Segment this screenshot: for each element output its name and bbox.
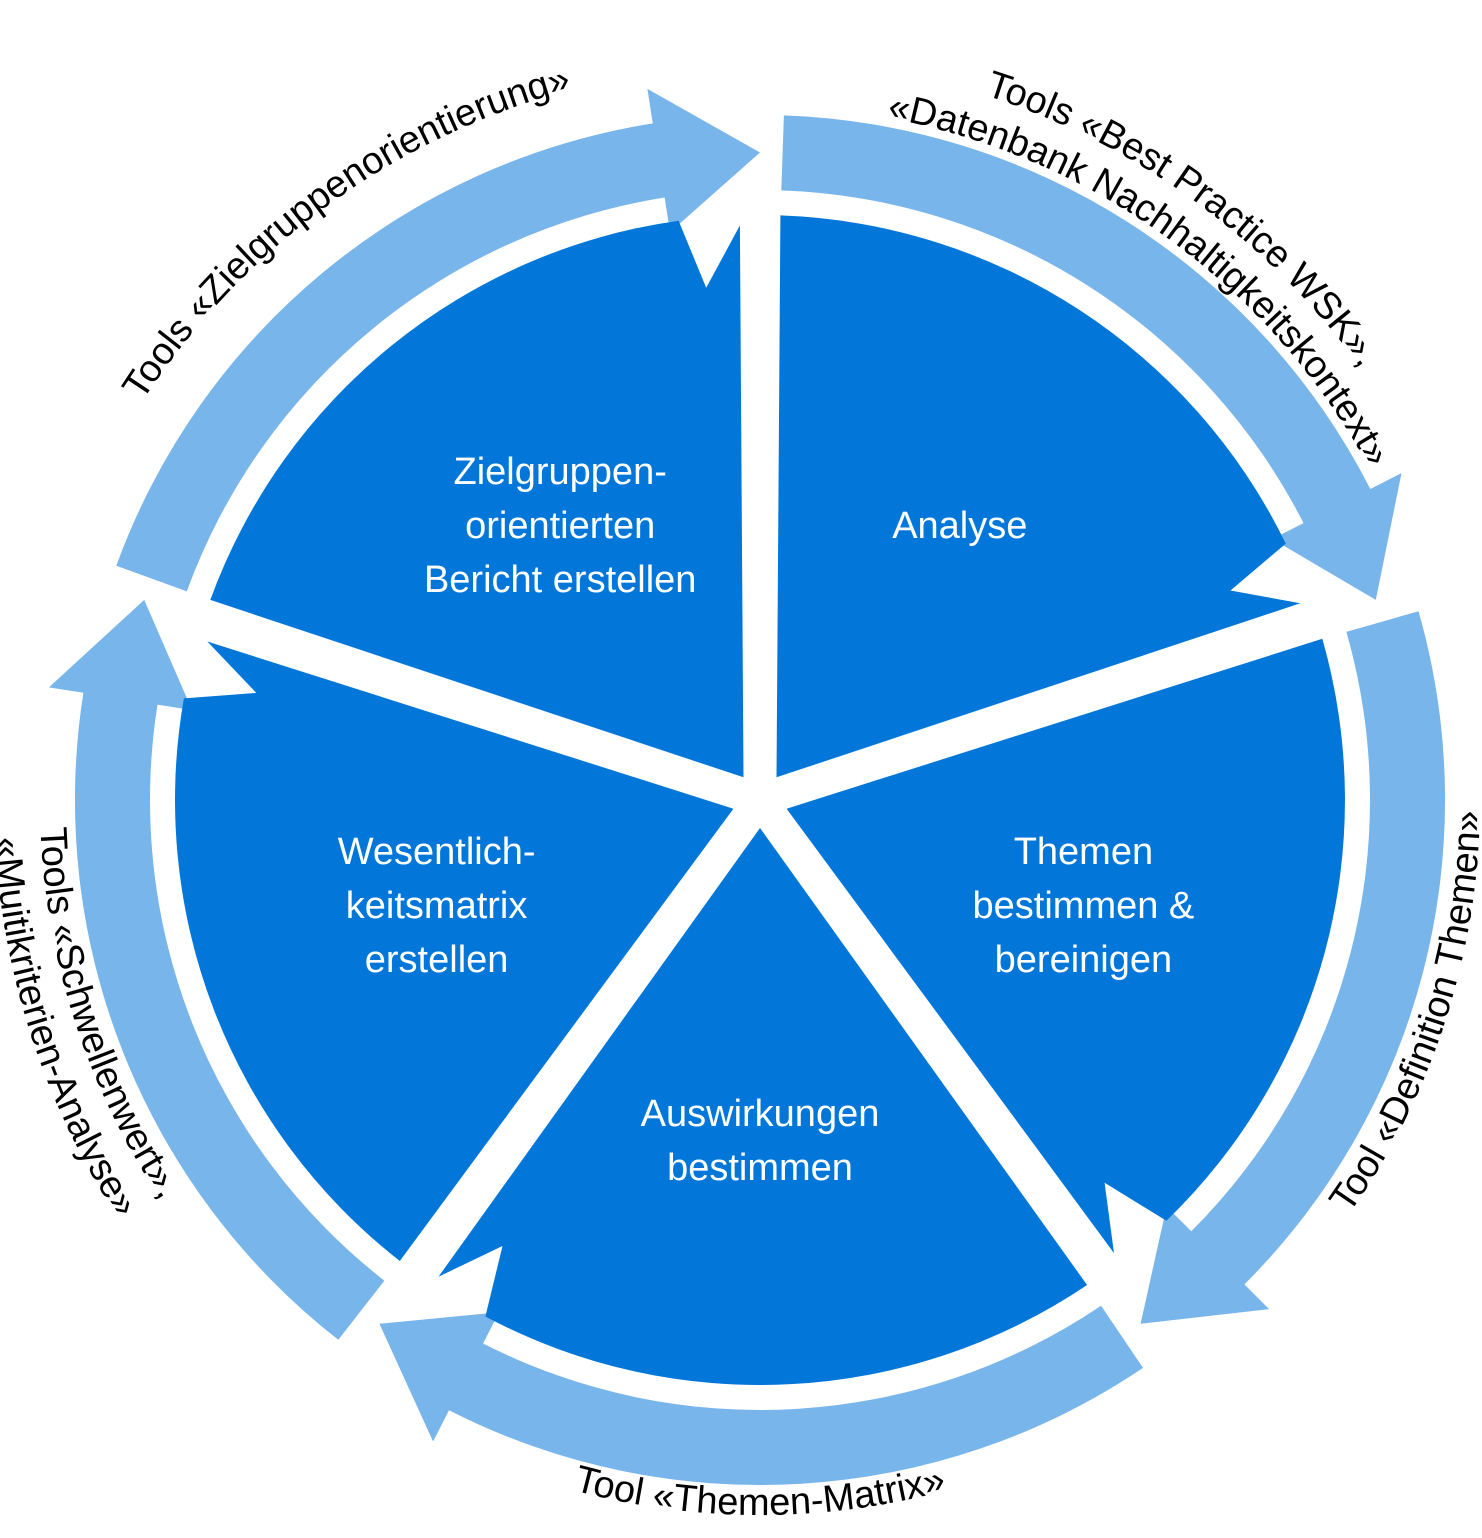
segment-label-line: bereinigen <box>995 939 1172 981</box>
arrow-ring <box>48 88 1446 1485</box>
cycle-arrow-themen <box>1140 611 1446 1324</box>
segment-label-line: Wesentlich- <box>338 831 536 873</box>
cycle-arrow-auswirkungen <box>379 1305 1143 1485</box>
segment-themen <box>786 638 1345 1254</box>
segment-label-line: Analyse <box>892 505 1027 547</box>
segment-analyse <box>776 215 1301 778</box>
segment-label-line: erstellen <box>365 939 509 981</box>
segment-label-line: keitsmatrix <box>346 885 528 927</box>
segment-label-line: Bericht erstellen <box>424 559 696 601</box>
segment-label-line: bestimmen <box>667 1147 853 1189</box>
cycle-arrow-zielgruppen <box>116 88 761 592</box>
segment-label-auswirkungen: Auswirkungen bestimmen <box>641 1093 880 1189</box>
segment-label-line: bestimmen & <box>973 885 1195 927</box>
segment-ring <box>175 215 1345 1385</box>
segment-label-line: orientierten <box>465 505 655 547</box>
segment-label-wesentlichkeit: Wesentlich-keitsmatrix erstellen <box>338 831 536 981</box>
segment-auswirkungen <box>438 828 1088 1385</box>
segment-label-line: Auswirkungen <box>641 1093 880 1135</box>
segment-label-themen: Themen bestimmen & bereinigen <box>973 831 1195 981</box>
segment-zielgruppen <box>210 220 744 778</box>
segment-label-line: Zielgruppen- <box>454 451 667 493</box>
segment-label-analyse: Analyse <box>892 505 1027 547</box>
cycle-arrow-wesentlichkeit <box>48 599 385 1340</box>
segment-label-line: Themen <box>1014 831 1153 873</box>
cycle-arrow-analyse <box>781 115 1402 600</box>
segment-wesentlichkeit <box>175 641 734 1261</box>
